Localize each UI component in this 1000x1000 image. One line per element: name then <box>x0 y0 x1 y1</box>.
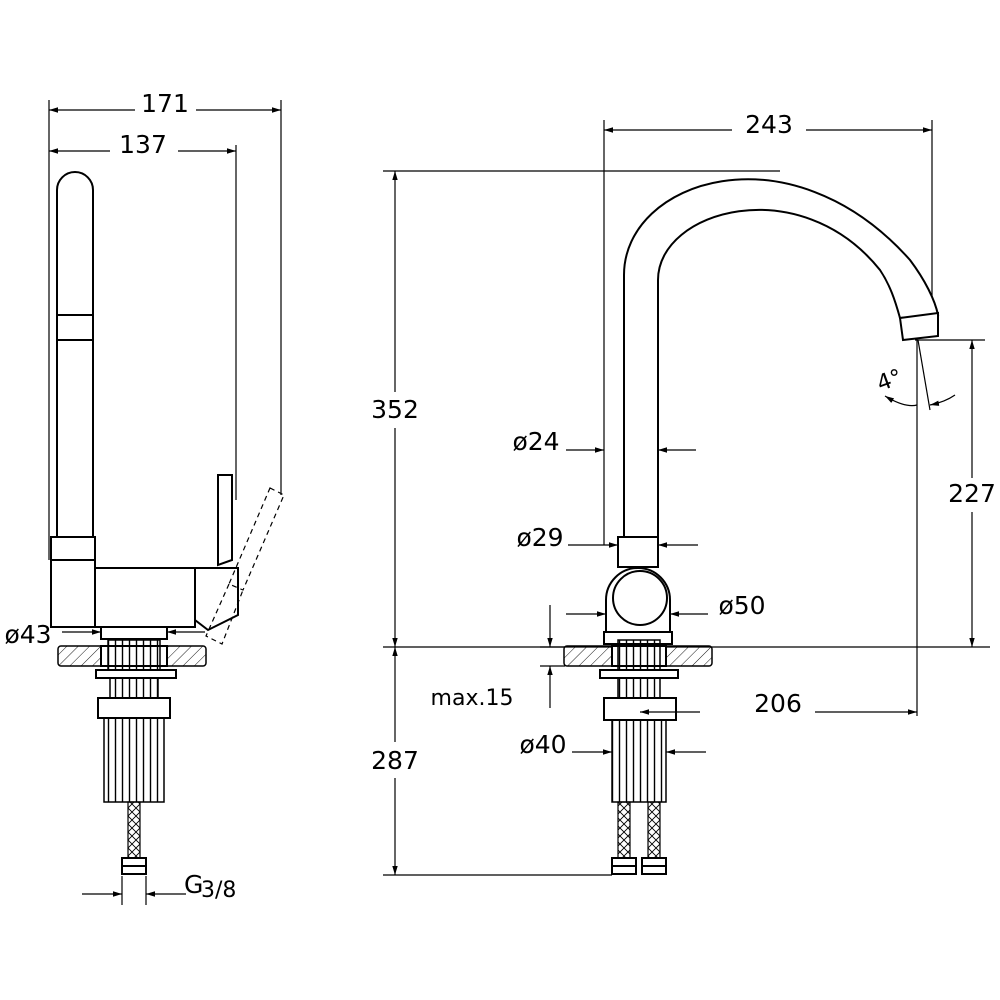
supply-hose <box>647 801 661 859</box>
mounting-shank <box>103 717 165 803</box>
front-view: 243 352 287 227 4° ø24 ø29 <box>371 110 996 876</box>
dim-below-deck-label: 287 <box>371 746 419 775</box>
dim-thread-label: G <box>184 870 203 899</box>
spray-angle-arc <box>929 394 956 406</box>
spray-angle-line <box>917 339 931 411</box>
gooseneck-spout <box>623 178 940 541</box>
dim-collar-diameter-label: ø29 <box>516 523 563 552</box>
fixing-washer <box>95 669 177 679</box>
lever-alternate-position <box>205 583 244 645</box>
side-view: 171 137 ø43 <box>4 89 285 905</box>
lever-alternate-position <box>228 487 285 591</box>
spray-angle-arc <box>884 395 918 407</box>
dim-shank-diameter-label: ø40 <box>519 730 566 759</box>
fixing-nut <box>603 697 677 721</box>
supply-hose <box>127 801 141 859</box>
dim-base-diameter-label: ø43 <box>4 620 51 649</box>
threaded-shank <box>107 639 161 671</box>
dim-spray-angle-label: 4° <box>874 365 906 397</box>
supply-hose <box>617 801 631 859</box>
body-block <box>50 536 96 628</box>
dim-total-height-label: 352 <box>371 395 419 424</box>
mounting-shank <box>611 719 667 803</box>
spout-collar <box>617 536 659 568</box>
threaded-shank <box>109 677 159 699</box>
threaded-shank <box>617 639 661 671</box>
dim-outlet-height-label: 227 <box>948 479 996 508</box>
lever-handle <box>217 474 233 567</box>
dim-body-width-label: 137 <box>119 130 167 159</box>
body-housing <box>94 567 196 628</box>
dim-thread-fraction-label: 3/8 <box>201 878 236 903</box>
lever-cap <box>612 570 668 626</box>
fixing-washer <box>599 669 679 679</box>
threaded-shank <box>617 677 661 699</box>
dim-overall-width-label: 171 <box>141 89 189 118</box>
dim-spout-reach-overall-label: 243 <box>745 110 793 139</box>
dim-spout-diameter-label: ø24 <box>512 427 559 456</box>
aerator <box>898 311 939 342</box>
dim-body-diameter-label: ø50 <box>718 591 765 620</box>
dim-spout-reach-label: 206 <box>754 689 802 718</box>
spout-side <box>56 171 94 541</box>
fixing-nut <box>97 697 171 719</box>
base-ring <box>100 626 168 640</box>
lever-base <box>194 567 239 632</box>
dim-deck-thickness-label: max.15 <box>431 686 514 711</box>
